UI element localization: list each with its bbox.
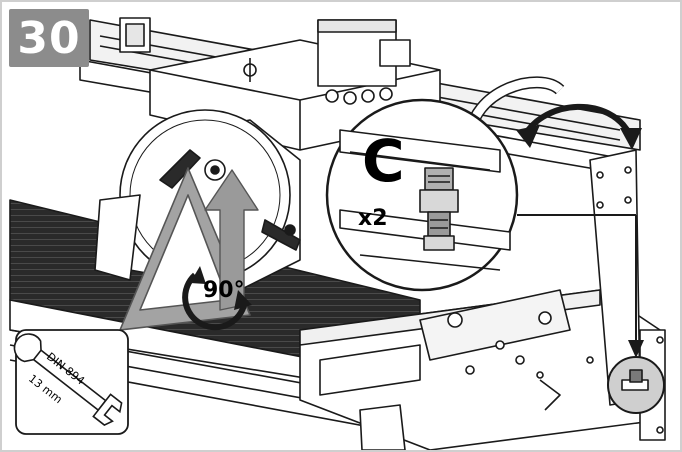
- front-frame: [299, 289, 661, 450]
- curved-arrow-icon: [516, 103, 642, 150]
- angle-label: 90°: [203, 278, 245, 303]
- callout-leader: [517, 214, 644, 358]
- up-arrow-icon: [204, 169, 259, 311]
- detail-callout-small: [607, 356, 665, 414]
- detail-callout: [325, 98, 519, 292]
- angle-triangle: [119, 167, 251, 331]
- wrench-icon: [13, 333, 123, 426]
- rotation-arrow-icon: [182, 266, 252, 331]
- callout-quantity: x2: [358, 206, 388, 231]
- step-number-badge: 30: [9, 9, 89, 67]
- tool-badge: [13, 329, 129, 435]
- down-arrow-icon: [628, 340, 644, 358]
- callout-letter: C: [362, 127, 405, 195]
